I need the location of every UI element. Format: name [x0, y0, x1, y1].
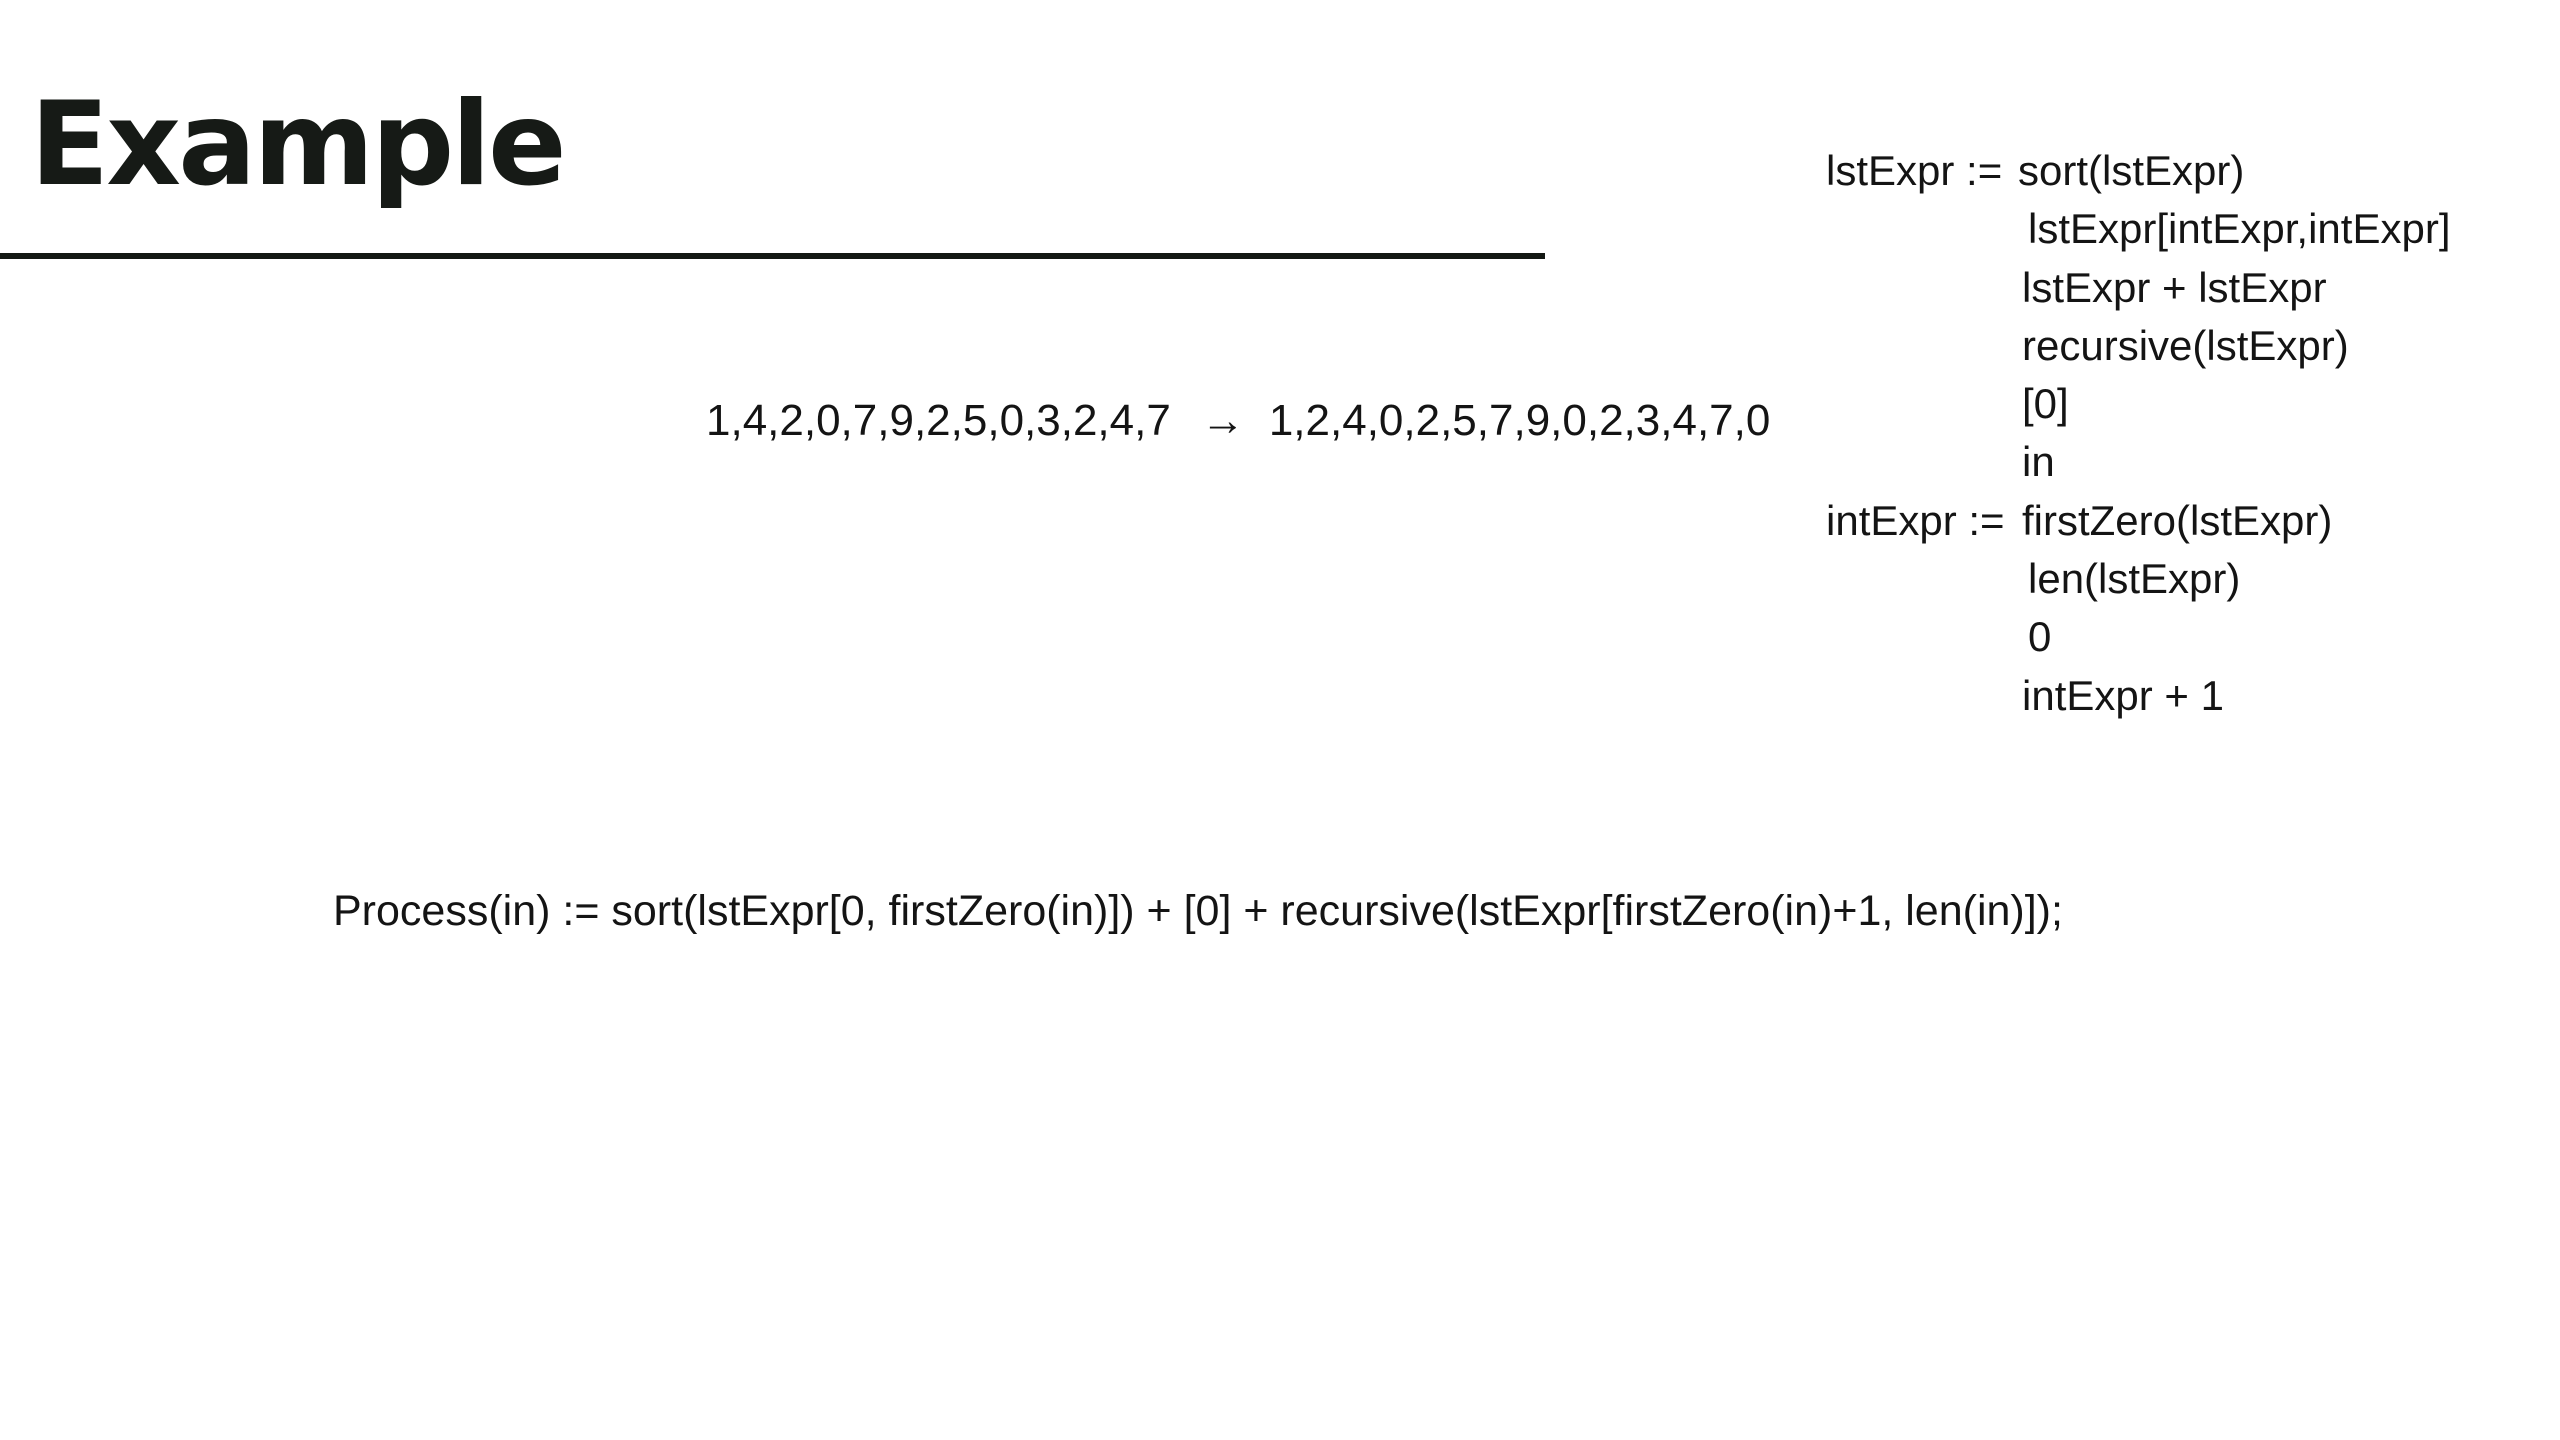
lstexpr-alt: [0]	[2022, 380, 2069, 428]
process-program: Process(in) := sort(lstExpr[0, firstZero…	[333, 887, 2063, 935]
intexpr-alt: firstZero(lstExpr)	[2022, 496, 2333, 544]
slide-title: Example	[30, 77, 567, 212]
lstexpr-lhs: lstExpr :=	[1826, 147, 2003, 194]
intexpr-lhs: intExpr :=	[1826, 496, 2005, 544]
example-output: 1,2,4,0,2,5,7,9,0,2,3,4,7,0	[1268, 396, 1771, 445]
title-underline	[0, 253, 1545, 259]
example-transformation: 1,4,2,0,7,9,2,5,0,3,2,4,7 → 1,2,4,0,2,5,…	[706, 393, 1770, 449]
right-arrow-icon: →	[1200, 396, 1245, 445]
lstexpr-alt: sort(lstExpr)	[2018, 147, 2245, 194]
lstexpr-alt: lstExpr[intExpr,intExpr]	[2028, 205, 2451, 253]
lstexpr-alt: in	[2022, 438, 2055, 486]
lstexpr-alt: lstExpr + lstExpr	[2022, 263, 2327, 311]
example-input: 1,4,2,0,7,9,2,5,0,3,2,4,7	[706, 396, 1171, 445]
intexpr-alt: 0	[2028, 613, 2052, 661]
intexpr-alt: len(lstExpr)	[2028, 555, 2241, 603]
lstexpr-alt: recursive(lstExpr)	[2022, 321, 2349, 369]
intexpr-alt: intExpr + 1	[2022, 671, 2224, 719]
